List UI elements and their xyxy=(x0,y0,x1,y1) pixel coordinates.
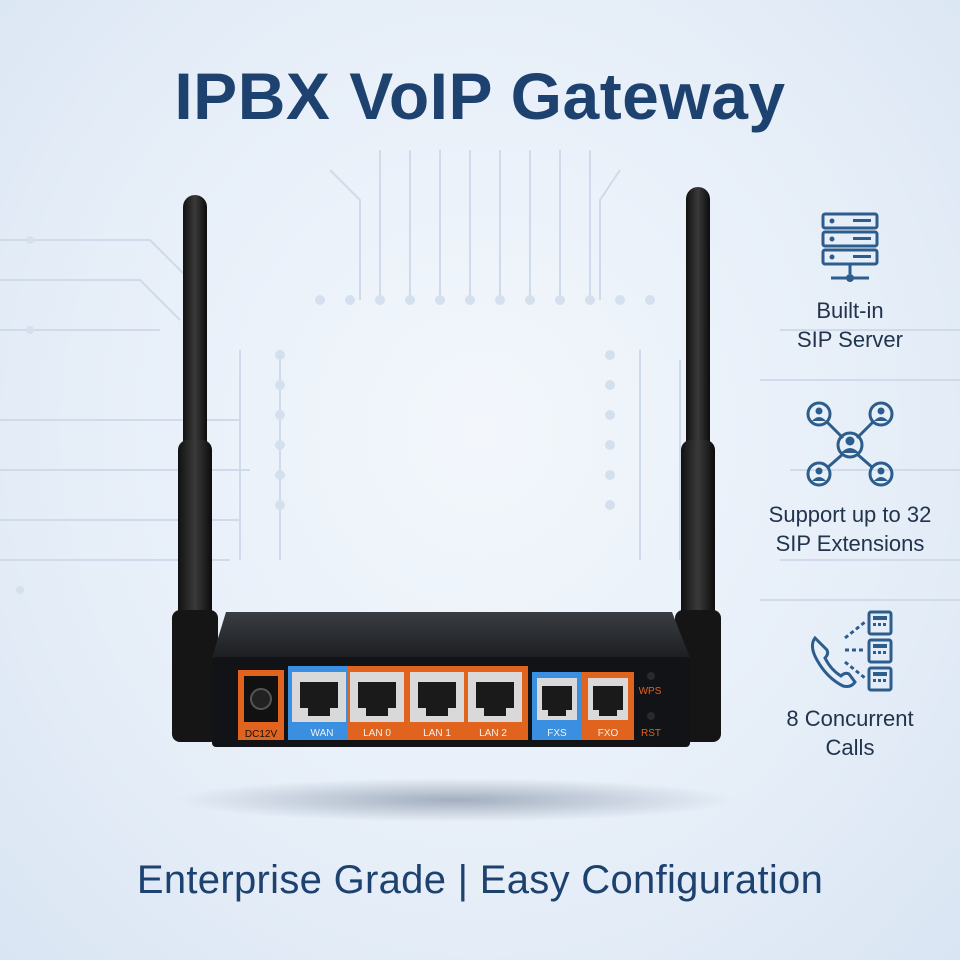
network-users-icon xyxy=(806,401,894,487)
lan2-port xyxy=(468,672,522,722)
wps-label: WPS xyxy=(639,686,662,697)
right-antenna xyxy=(675,187,721,742)
fxs-port xyxy=(537,678,577,720)
fxo-label: FXO xyxy=(598,728,619,739)
fxo-port xyxy=(588,678,628,720)
feature-sip-extensions: Support up to 32 SIP Extensions xyxy=(740,400,960,558)
lan0-label: LAN 0 xyxy=(363,728,391,739)
lan2-label: LAN 2 xyxy=(479,728,507,739)
rst-button xyxy=(647,712,655,720)
fxs-label: FXS xyxy=(547,728,567,739)
wan-port xyxy=(292,672,346,722)
phone-calls-icon xyxy=(810,610,893,692)
feature-line-1: Built-in xyxy=(816,298,884,323)
feature-line-2: SIP Extensions xyxy=(775,531,925,556)
feature-line-2: SIP Server xyxy=(797,327,903,352)
dc-power-port xyxy=(238,670,284,740)
lan0-port xyxy=(350,672,404,722)
left-antenna xyxy=(172,195,218,742)
feature-line-1: 8 Concurrent xyxy=(786,706,914,731)
rst-label: RST xyxy=(641,728,661,739)
lan1-port xyxy=(410,672,464,722)
wan-label: WAN xyxy=(311,728,334,739)
feature-concurrent-calls: 8 Concurrent Calls xyxy=(740,608,960,762)
server-icon xyxy=(821,212,879,282)
lan1-label: LAN 1 xyxy=(423,728,451,739)
feature-sip-server: Built-in SIP Server xyxy=(740,210,960,354)
page-title: IPBX VoIP Gateway xyxy=(174,59,786,133)
device-top xyxy=(212,612,690,658)
feature-line-2: Calls xyxy=(825,735,875,760)
feature-line-1: Support up to 32 xyxy=(768,502,932,527)
tagline: Enterprise Grade | Easy Configuration xyxy=(136,858,824,902)
dc-label: DC12V xyxy=(245,729,278,740)
device-shadow xyxy=(175,778,735,822)
wps-button xyxy=(647,672,655,680)
